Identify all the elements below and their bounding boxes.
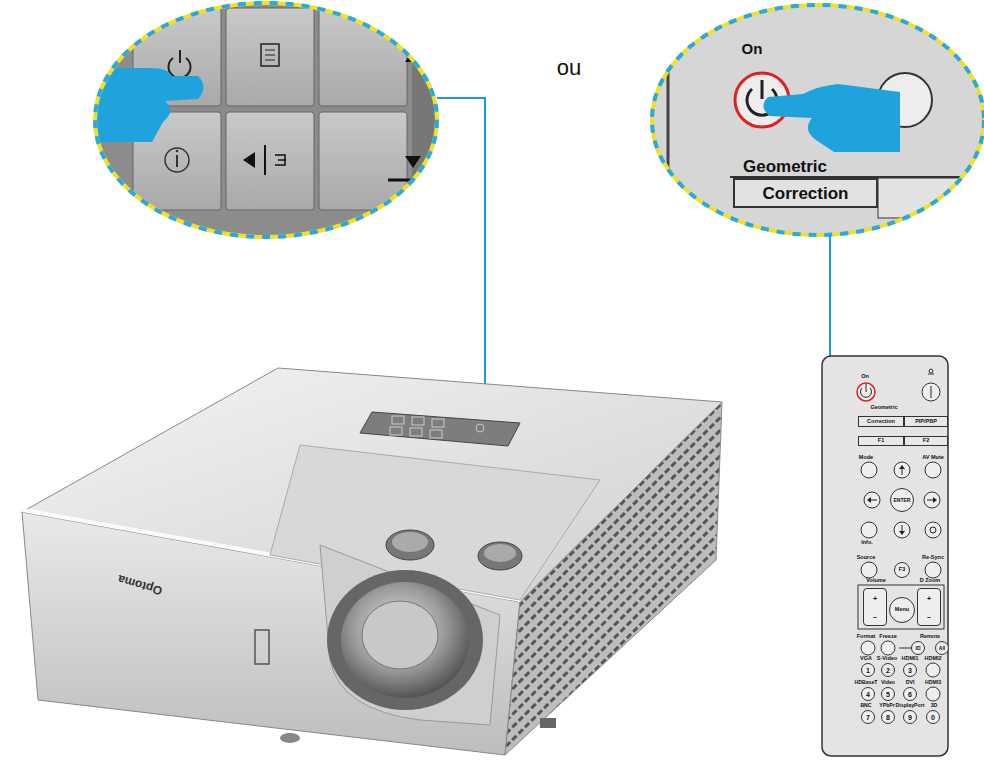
- button-text: 4: [866, 691, 870, 698]
- projector: [22, 368, 722, 755]
- button-text: –: [873, 613, 877, 620]
- round-button: F3: [894, 562, 910, 578]
- button-text: +: [873, 595, 877, 602]
- button-label: Re-Sync: [922, 555, 944, 561]
- leader-line: [437, 98, 485, 420]
- button-text: 5: [886, 691, 890, 698]
- button-text: 7: [866, 714, 870, 721]
- round-button: 0: [926, 710, 940, 724]
- button-label: On: [742, 41, 763, 56]
- button-label: D Zoom: [920, 578, 940, 584]
- button-label: YPbPr: [879, 703, 895, 708]
- round-button: 1: [861, 663, 875, 677]
- remote-control: [822, 356, 948, 756]
- rect-button: F2: [904, 436, 948, 446]
- button-label: VGA: [860, 656, 872, 662]
- button-text: 3: [908, 667, 912, 674]
- keypad-zoom: [5, 0, 452, 240]
- button-label: Mode: [859, 455, 873, 461]
- round-button: +–: [917, 588, 941, 626]
- button-text: 9: [908, 714, 912, 721]
- button-text: 2: [886, 667, 890, 674]
- rect-button: PIP/PBP: [904, 416, 948, 427]
- button-text: –: [927, 613, 931, 620]
- button-text: F3: [899, 567, 905, 573]
- button-label: Source: [857, 555, 876, 561]
- button-text: F1: [878, 438, 884, 444]
- button-text: ID: [916, 646, 921, 651]
- round-button: 3: [903, 663, 917, 677]
- button-label: BNC: [860, 703, 871, 708]
- button-label: Geometric: [743, 158, 827, 175]
- round-button: +–: [863, 588, 887, 626]
- button-label: AV Mute: [922, 455, 944, 461]
- button-label: Remote: [920, 634, 940, 640]
- button-text: PIP/PBP: [915, 419, 937, 425]
- button-label: Freeze: [879, 634, 896, 640]
- rect-button: Correction: [858, 416, 904, 427]
- round-button: All: [935, 641, 949, 655]
- button-text: Correction: [763, 185, 849, 202]
- button-text: ENTER: [894, 498, 911, 503]
- remote-zoom: [650, 0, 984, 240]
- button-label: HDMI3: [925, 680, 941, 685]
- round-button: 8: [881, 710, 895, 724]
- button-text: 0: [931, 714, 935, 721]
- button-label: DVI: [906, 680, 915, 685]
- button-label: On: [861, 374, 869, 380]
- button-text: +: [927, 595, 931, 602]
- button-text: 8: [886, 714, 890, 721]
- button-text: F2: [923, 438, 929, 444]
- button-text: 6: [908, 691, 912, 698]
- round-button: Menu: [889, 597, 915, 623]
- rect-button: F1: [858, 436, 904, 446]
- round-button: ID: [911, 641, 925, 655]
- round-button: 4: [861, 687, 875, 701]
- button-text: Correction: [867, 419, 895, 425]
- rect-button: Correction: [733, 178, 878, 208]
- button-label: DisplayPort: [896, 703, 925, 708]
- button-label: Volume: [866, 578, 885, 584]
- or-word: ou: [557, 57, 581, 79]
- button-label: HDBaseT: [854, 680, 877, 685]
- button-text: All: [939, 646, 945, 651]
- button-label: S-Video: [877, 656, 897, 662]
- round-button: 6: [903, 687, 917, 701]
- button-label: Video: [881, 680, 895, 685]
- round-button: 7: [861, 710, 875, 724]
- button-label: HDMI2: [924, 656, 941, 662]
- button-label: Geometric: [870, 405, 897, 411]
- button-label: Info.: [861, 540, 873, 546]
- button-label: 3D: [931, 703, 938, 708]
- round-button: 5: [881, 687, 895, 701]
- button-label: Format: [857, 634, 876, 640]
- round-button: 9: [903, 710, 917, 724]
- button-label: HDMI1: [901, 656, 918, 662]
- round-button: 2: [881, 663, 895, 677]
- button-text: Menu: [895, 607, 909, 613]
- round-button: ENTER: [890, 488, 914, 512]
- button-text: 1: [866, 667, 870, 674]
